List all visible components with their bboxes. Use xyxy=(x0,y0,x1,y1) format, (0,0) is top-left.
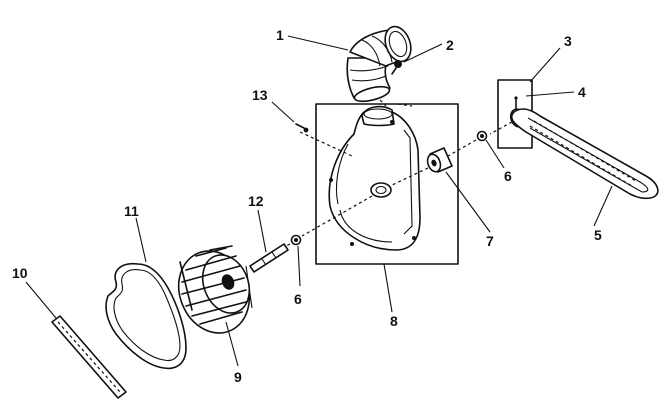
callout-3: 3 xyxy=(564,33,572,49)
part-blower-wheel xyxy=(177,245,253,334)
leader-lines xyxy=(25,35,613,367)
part-washer-left xyxy=(290,234,302,246)
callout-8: 8 xyxy=(390,313,398,329)
part-blower-housing xyxy=(315,103,459,265)
part-drive-belt xyxy=(510,108,659,200)
part-shaft xyxy=(249,243,289,273)
part-housing-screw xyxy=(295,123,309,133)
callout-12: 12 xyxy=(248,193,264,209)
part-gasket xyxy=(105,262,187,370)
callout-11: 11 xyxy=(124,203,139,219)
callout-10: 10 xyxy=(12,265,28,281)
part-clamp-screw xyxy=(391,60,402,75)
callout-5: 5 xyxy=(594,227,602,243)
part-bearing xyxy=(426,147,453,173)
part-washer-right xyxy=(476,130,488,142)
part-exhaust-elbow xyxy=(346,25,412,103)
callout-2: 2 xyxy=(446,37,454,53)
callout-13: 13 xyxy=(252,87,268,103)
callout-4: 4 xyxy=(578,84,586,100)
callout-6-right: 6 xyxy=(504,168,512,184)
callout-9: 9 xyxy=(234,369,242,385)
assembly-axis-lines xyxy=(285,99,513,247)
callout-labels: 1 2 3 4 5 6 7 8 9 10 11 12 6 13 xyxy=(12,27,602,385)
part-tube xyxy=(51,315,127,399)
callout-7: 7 xyxy=(486,233,494,249)
callout-1: 1 xyxy=(276,27,284,43)
callout-6-left: 6 xyxy=(294,291,302,307)
